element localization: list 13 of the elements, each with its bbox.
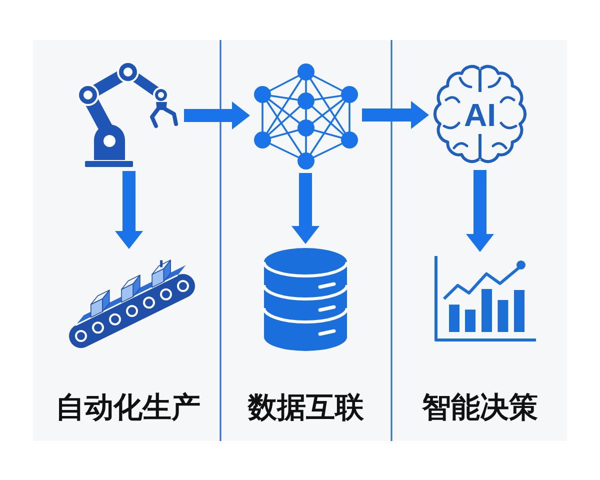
arrow [466,170,494,252]
arrow [184,102,250,130]
network-icon [253,63,359,170]
brain-label: AI [464,99,496,131]
arrow [292,173,320,244]
bar-chart-icon [432,255,537,342]
arrow [115,171,143,249]
column-caption: 数据互联 [248,390,364,425]
robot-arm-icon [77,60,181,168]
column-caption: 智能决策 [422,390,538,425]
arrow [362,101,429,129]
database-icon [263,247,348,352]
column-caption: 自动化生产 [56,390,200,425]
